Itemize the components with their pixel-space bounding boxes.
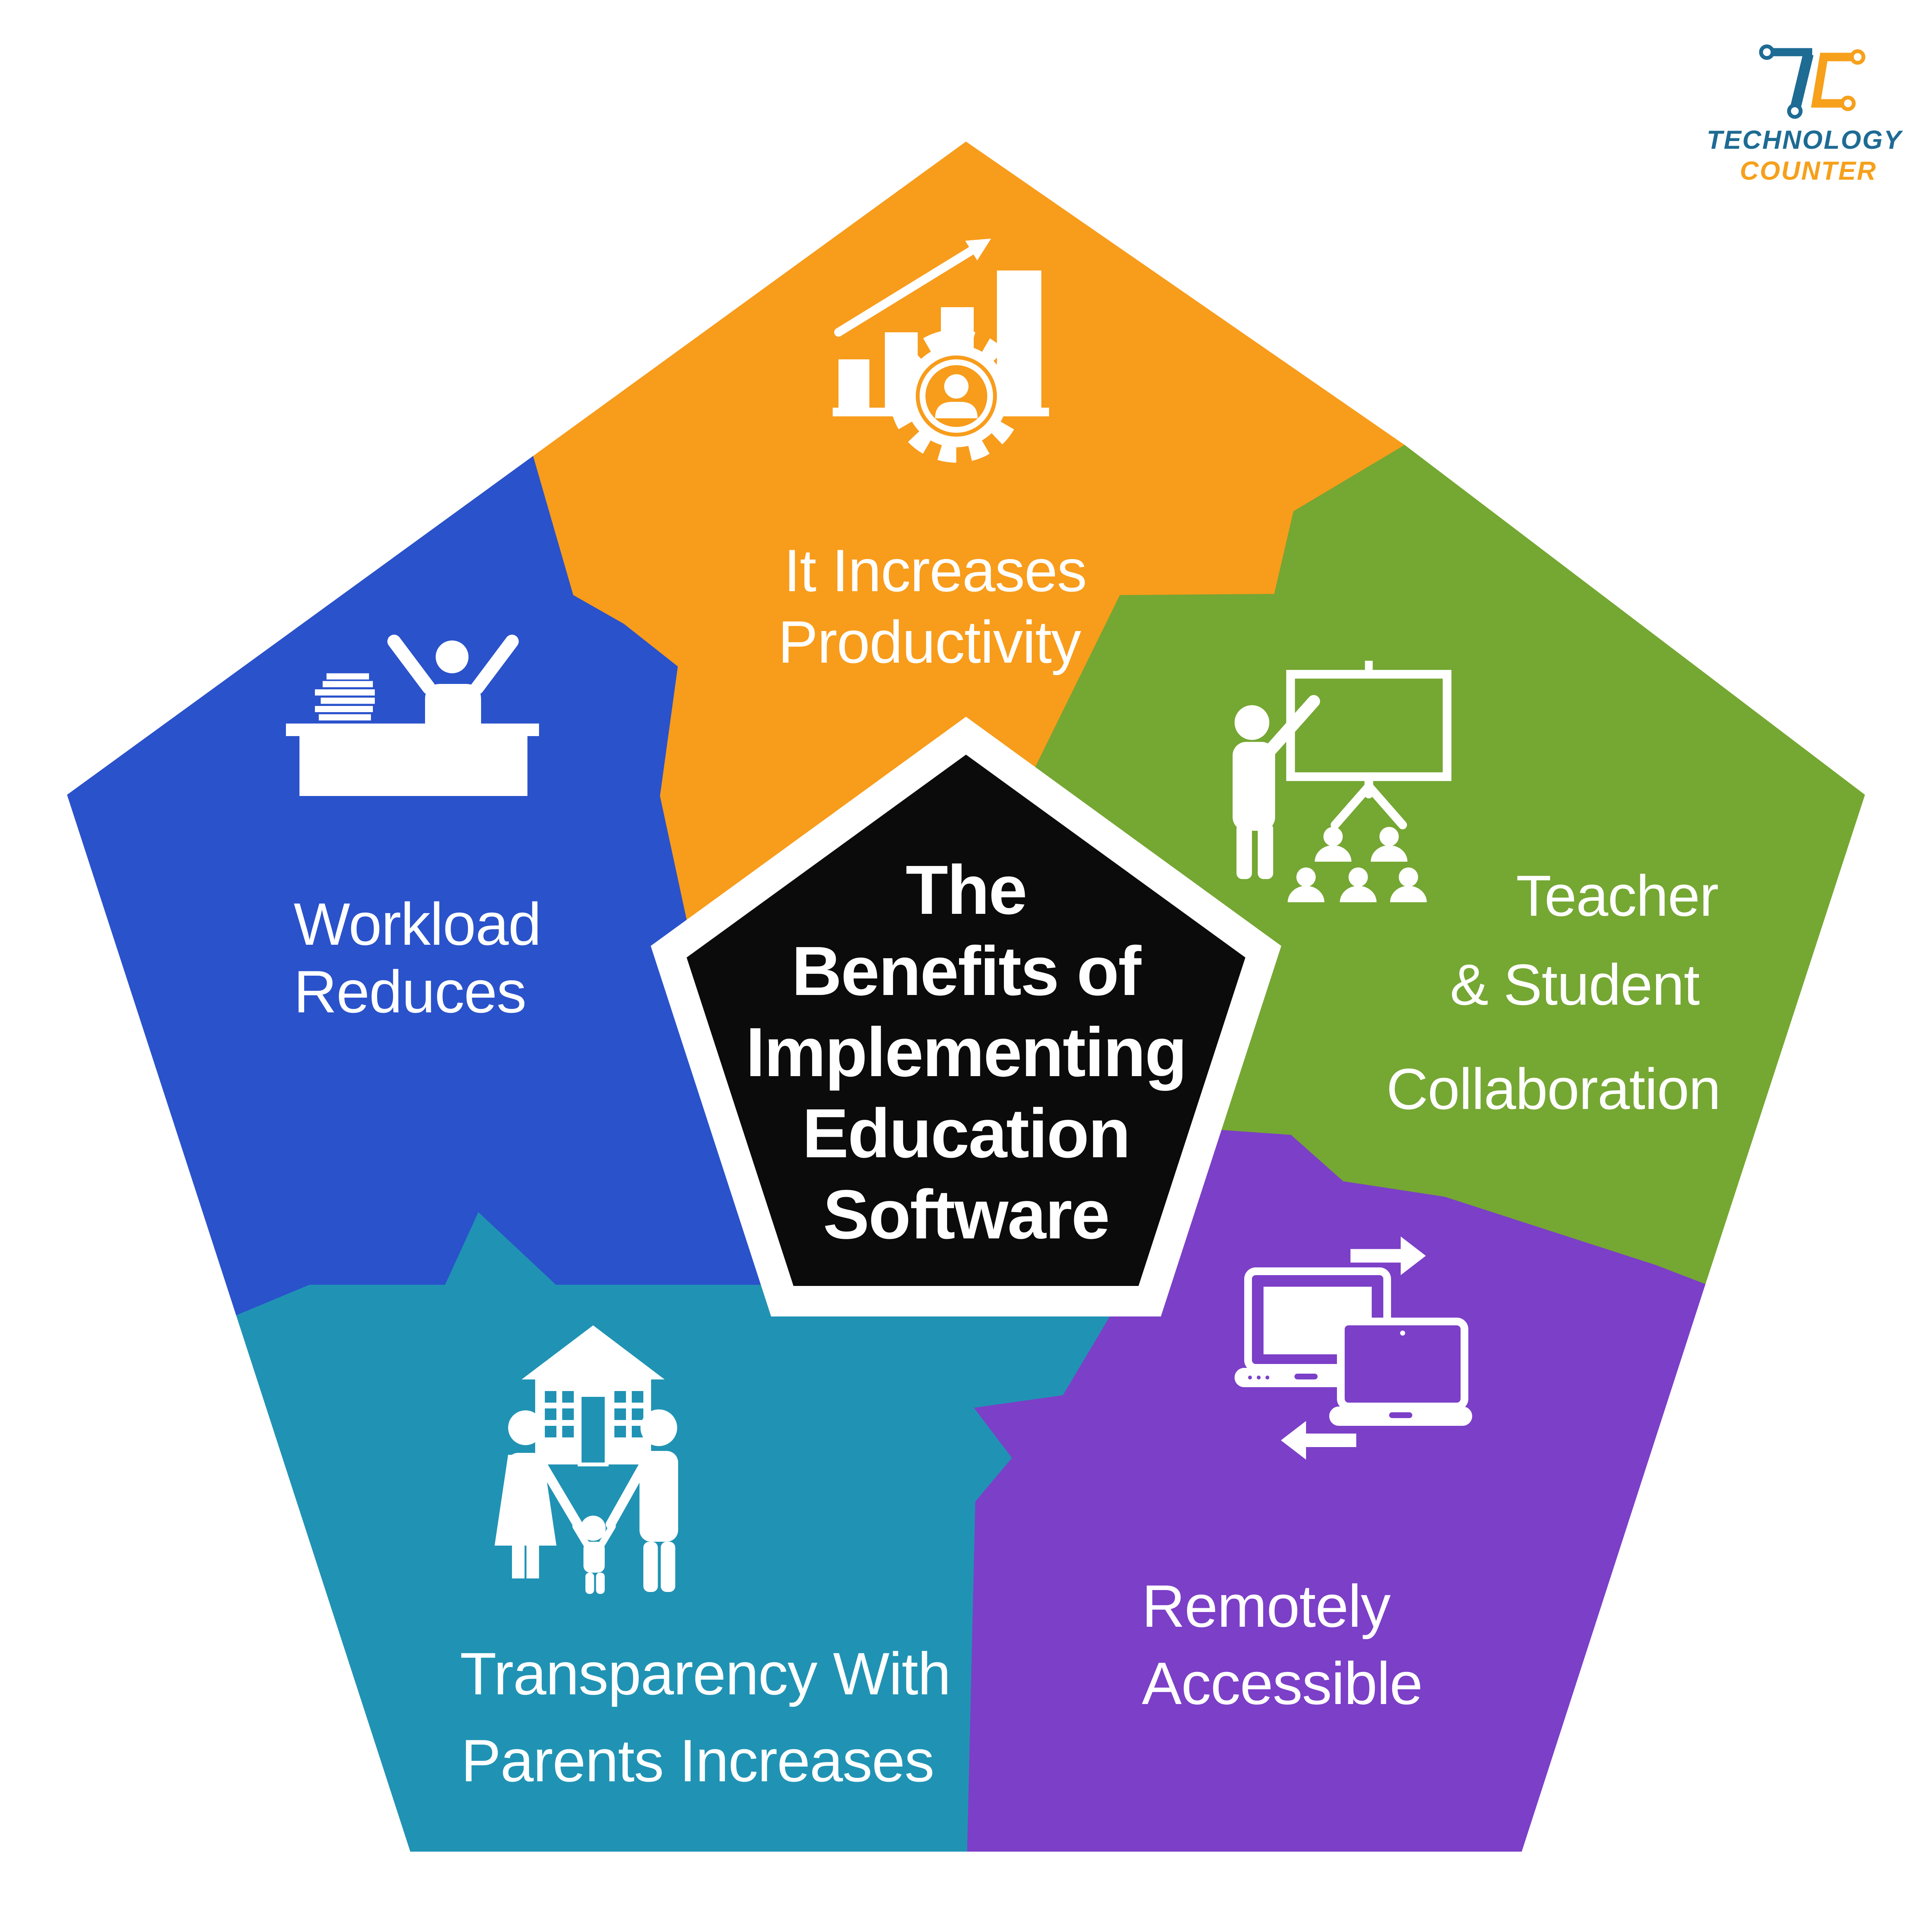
teacher-presentation-icon bbox=[1233, 661, 1452, 902]
logo-word-technology: TECHNOLOGY bbox=[1707, 126, 1903, 155]
label-collaboration-line-2: & Student bbox=[1450, 952, 1699, 1017]
center-title-line-4: Education bbox=[802, 1095, 1130, 1172]
logo-word-counter: COUNTER bbox=[1740, 156, 1877, 185]
label-productivity-line-1: It Increases bbox=[784, 537, 1086, 604]
label-transparency-line-2: Parents Increases bbox=[461, 1727, 934, 1794]
laptops-transfer-icon bbox=[1235, 1236, 1472, 1460]
center-title-line-1: The bbox=[906, 851, 1027, 929]
relaxed-person-desk-icon bbox=[286, 634, 539, 796]
label-transparency-line-1: Transparency With bbox=[460, 1640, 950, 1707]
label-collaboration-line-1: Teacher bbox=[1516, 863, 1718, 928]
label-remote-line-2: Accessible bbox=[1142, 1650, 1422, 1717]
growth-chart-gear-icon bbox=[833, 238, 1049, 463]
center-title-line-2: Benefits of bbox=[792, 932, 1142, 1010]
technology-counter-logo: TECHNOLOGY COUNTER bbox=[1707, 44, 1903, 185]
segment-workload-shape bbox=[67, 456, 763, 1316]
label-collaboration-line-3: Collaboration bbox=[1386, 1056, 1720, 1121]
center-title-line-5: Software bbox=[823, 1176, 1109, 1253]
label-remote-line-1: Remotely bbox=[1142, 1573, 1391, 1639]
label-productivity-line-2: Productivity bbox=[778, 609, 1081, 675]
tc-monogram-icon bbox=[1759, 44, 1866, 119]
label-workload-line-2: Reduces bbox=[294, 958, 526, 1025]
label-workload-line-1: Workload bbox=[294, 891, 541, 957]
center-title-line-3: Implementing bbox=[746, 1014, 1186, 1091]
family-school-icon bbox=[495, 1325, 678, 1594]
center-pentagon bbox=[687, 755, 1245, 1286]
